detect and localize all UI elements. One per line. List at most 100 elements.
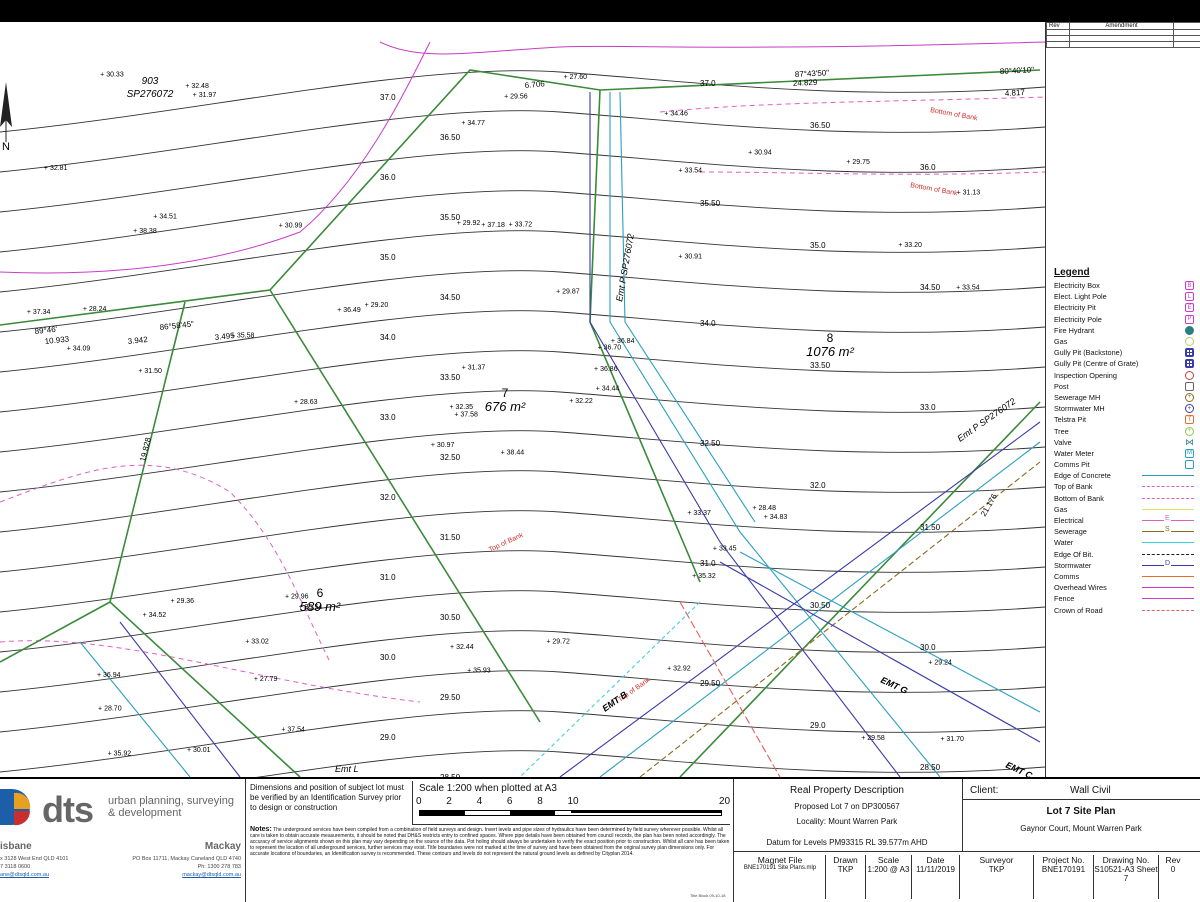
north-arrow: N <box>0 82 12 153</box>
contour-label: 29.50 <box>700 679 721 688</box>
legend-symbol-icon: + <box>1142 404 1194 414</box>
spot-level: + 33.54 <box>956 284 980 291</box>
spot-level: + 34.44 <box>596 385 620 392</box>
contour-line <box>0 390 1045 453</box>
legend-title: Legend <box>1054 267 1090 278</box>
field-label: Project No. <box>1042 855 1085 865</box>
contour-label: 35.0 <box>380 253 396 262</box>
water-line <box>599 441 1041 777</box>
titleblock-field: Drawing No.S10521-A3 Sheet 7 <box>1093 855 1158 899</box>
spot-level: + 32.35 <box>449 404 473 411</box>
window-top-bar <box>0 0 1200 22</box>
contour-label: 34.0 <box>380 333 396 342</box>
spot-level: + 31.37 <box>462 365 486 372</box>
contour-label: 29.0 <box>380 733 396 742</box>
contour-label: 28.50 <box>920 763 941 772</box>
contour-label: 37.0 <box>700 79 716 88</box>
legend-item-label: Stormwater <box>1054 560 1092 570</box>
spot-level: + 36.86 <box>594 366 618 373</box>
spot-level: + 36.94 <box>97 672 121 679</box>
mackay-email[interactable]: mackay@dtsqld.com.au <box>182 872 241 878</box>
legend-symbol-icon: P <box>1142 314 1194 324</box>
lot-boundary <box>0 601 111 663</box>
contour-label: 35.50 <box>440 213 461 222</box>
contour-line <box>0 350 1045 413</box>
spot-level: + 35.58 <box>231 332 255 339</box>
revision-col-amendment: Amendment <box>1069 22 1174 30</box>
lot-area: 676 m² <box>485 399 526 414</box>
contour-label: 36.0 <box>380 173 396 182</box>
notes-heading: Notes: <box>250 826 272 833</box>
contour-label: 30.0 <box>380 653 396 662</box>
spot-level: + 33.37 <box>687 510 711 517</box>
north-label: N <box>2 141 10 153</box>
contour-label: 28.50 <box>440 773 461 777</box>
field-value: TKP <box>837 865 854 874</box>
contour-line <box>0 590 1045 653</box>
water-line <box>609 92 941 777</box>
top-of-bank-line <box>0 464 331 663</box>
spot-level: + 34.52 <box>143 612 167 619</box>
contour-label: 33.0 <box>920 403 936 412</box>
field-label: Date <box>926 855 945 865</box>
field-value: TKP <box>988 865 1005 874</box>
legend-item: Tree+ <box>1054 425 1194 436</box>
legend-item-label: Telstra Pit <box>1054 415 1087 425</box>
mackay-phone: Ph: 1300 278 783 <box>197 864 241 870</box>
field-label: Surveyor <box>979 855 1014 865</box>
top-of-bank-line <box>0 640 421 703</box>
field-value: S10521-A3 Sheet 7 <box>1094 865 1158 883</box>
spot-level: + 36.70 <box>598 345 622 352</box>
company-tagline: urban planning, surveying & development <box>108 795 234 819</box>
brisbane-phone: 7 3118 0600 <box>0 864 31 870</box>
spot-level: + 34.46 <box>664 111 688 118</box>
locality: Locality: Mount Warren Park <box>796 817 898 826</box>
legend-item-label: Gas <box>1054 504 1068 514</box>
contour-label: 31.50 <box>920 523 941 532</box>
spot-level: + 33.45 <box>713 545 737 552</box>
spot-level: + 34.51 <box>153 214 177 221</box>
legend-item-label: Gully Pit (Backstone) <box>1054 348 1123 358</box>
contour-label: 36.50 <box>440 133 461 142</box>
dimension-label: 3.942 <box>127 335 148 346</box>
legend-symbol-icon: + <box>1142 392 1194 402</box>
legend-symbol-icon <box>1142 538 1194 547</box>
dimension-label: 80°40'10" <box>1000 65 1035 76</box>
legend-item-label: Bottom of Bank <box>1054 493 1104 503</box>
mackay-address: PO Box 11711, Mackay Caneland QLD 4740 <box>132 856 241 862</box>
field-label: Drawing No. <box>1102 855 1150 865</box>
spot-level: + 32.81 <box>44 165 68 172</box>
legend-item-label: Top of Bank <box>1054 482 1093 492</box>
legend-item-label: Water Meter <box>1054 448 1094 458</box>
overhead-wire-line <box>379 41 1045 55</box>
stormwater-line <box>719 561 1041 743</box>
dimension-label: 89°46' <box>34 325 58 336</box>
contour-line <box>0 630 1045 693</box>
legend-item: Comms <box>1054 571 1194 582</box>
site-plan-title: Lot 7 Site Plan <box>1046 806 1116 817</box>
contour-label: 36.0 <box>920 163 936 172</box>
brisbane-email[interactable]: ane@dtsqld.com.au <box>0 872 50 878</box>
legend-item: Fence <box>1054 593 1194 604</box>
contour-label: 32.50 <box>440 453 461 462</box>
legend-item-label: Electricity Pit <box>1054 303 1096 313</box>
spot-level: + 29.56 <box>504 93 528 100</box>
lot-boundary <box>679 401 1041 777</box>
contour-label: 32.50 <box>700 439 721 448</box>
spot-level: + 37.34 <box>27 309 51 316</box>
office-brisbane: isbane <box>0 841 32 852</box>
spot-level: + 29.87 <box>556 288 580 295</box>
notes-text: The underground services have been compi… <box>250 827 730 857</box>
lot-number: 7 <box>502 386 509 400</box>
scale-tick-label: 8 <box>537 796 543 807</box>
contour-label: 34.50 <box>440 293 461 302</box>
legend-symbol-icon: + <box>1142 426 1194 436</box>
legend-symbol-icon: B <box>1142 281 1194 291</box>
contour-label: 35.50 <box>700 199 721 208</box>
